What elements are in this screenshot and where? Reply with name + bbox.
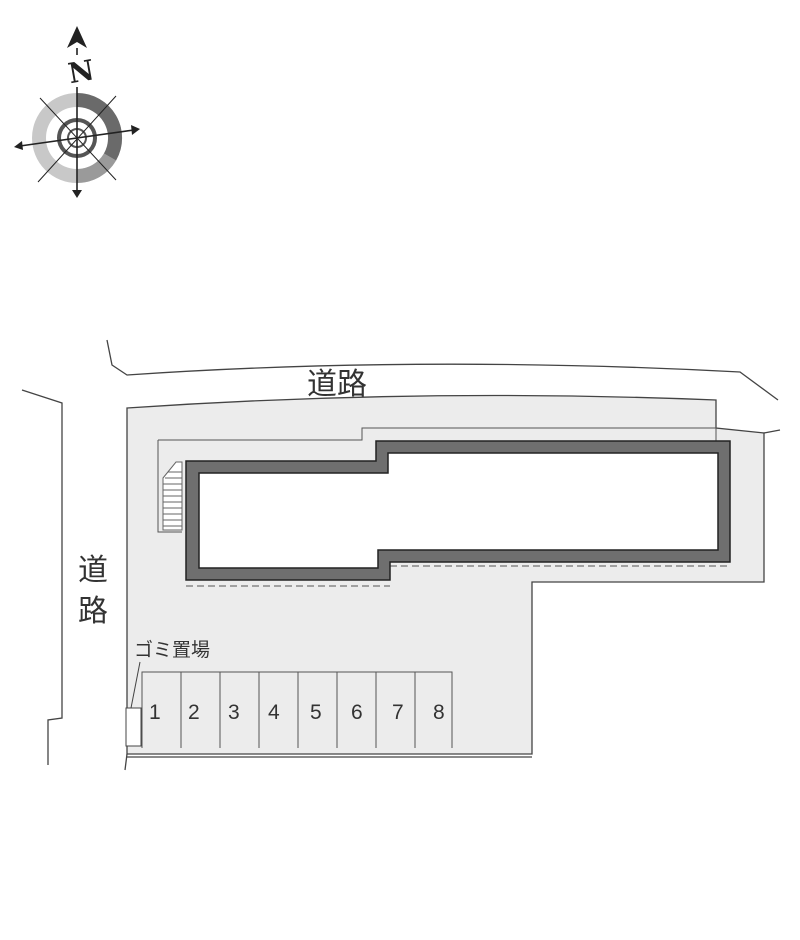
road-label-top: 道路 [307,367,367,402]
parking-space-3: 3 [228,701,240,724]
parking-space-7: 7 [392,701,404,724]
compass-north-label: N [66,53,97,90]
compass-rose-icon: N [14,26,140,198]
parking-space-6: 6 [351,701,363,724]
parking-space-1: 1 [149,701,161,724]
parking-space-2: 2 [188,701,200,724]
road-label-left-char-2: 路 [78,594,108,629]
garbage-leader-line [130,661,141,709]
staircase [162,461,183,531]
building [185,440,731,581]
parking-space-8: 8 [433,701,445,724]
road-lines [21,339,781,765]
parking-space-4: 4 [268,701,280,724]
parking-space-numbers: 1 2 3 4 5 6 7 8 [149,701,445,724]
parking-area [141,671,453,748]
parking-space-5: 5 [310,701,322,724]
road-label-left-char-1: 道 [78,553,108,588]
building-outline [157,427,730,587]
garbage-area-label: ゴミ置場 [134,639,210,661]
garbage-area-box [125,707,142,747]
lot-left-edge-extension [124,753,128,771]
